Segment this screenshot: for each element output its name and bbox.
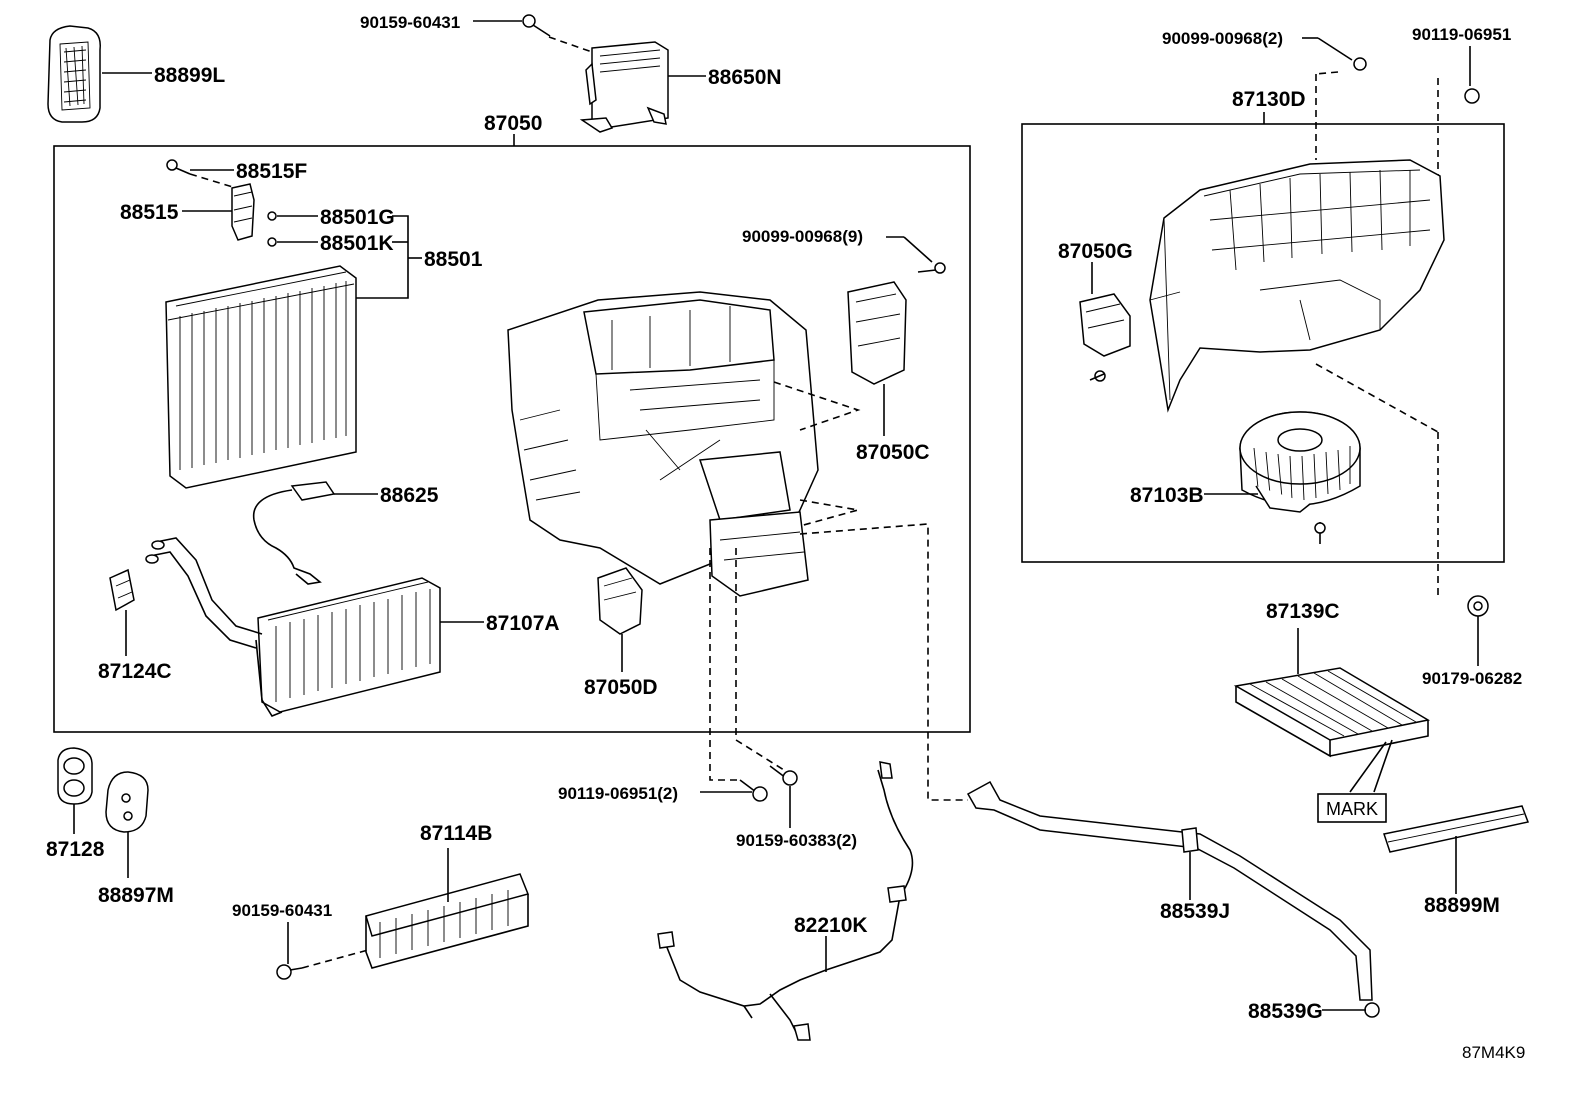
label-88899L: 88899L (154, 64, 225, 87)
label-88650N: 88650N (708, 66, 782, 89)
part-87114B-filter (365, 873, 530, 969)
part-87103B-blower-motor (1239, 411, 1361, 544)
label-90179-06282: 90179-06282 (1422, 669, 1522, 688)
bolt-90159-60431-bottom (276, 964, 303, 980)
part-87050D-actuator (597, 567, 643, 635)
label-88515F: 88515F (236, 160, 307, 183)
label-87130D: 87130D (1232, 88, 1306, 111)
label-88899M: 88899M (1424, 894, 1500, 917)
bolt-90099-00968-2 (1302, 37, 1367, 71)
part-88899M-rail (1383, 805, 1530, 853)
label-87107A: 87107A (486, 612, 560, 635)
label-90159-60431-top: 90159-60431 (360, 13, 460, 32)
o-ring-88501G (267, 211, 277, 221)
part-88625-sensor (252, 481, 336, 585)
part-87124C-clip (109, 568, 135, 612)
mark-box (1317, 793, 1387, 823)
label-90099-00968-2: 90099-00968(2) (1162, 29, 1283, 48)
part-88501-evaporator (165, 265, 357, 489)
label-88501G: 88501G (320, 206, 395, 229)
label-88539J: 88539J (1160, 900, 1230, 923)
label-88539G: 88539G (1248, 1000, 1323, 1023)
label-88501K: 88501K (320, 232, 394, 255)
label-90159-60431-bottom: 90159-60431 (232, 901, 332, 920)
o-ring-88501K (267, 237, 277, 247)
label-88501: 88501 (424, 248, 483, 271)
part-88899L-drawing (47, 25, 101, 123)
label-88515: 88515 (120, 201, 179, 224)
label-87050C: 87050C (856, 441, 930, 464)
label-87103B: 87103B (1130, 484, 1204, 507)
bolt-90119-06951-2 (739, 779, 768, 802)
part-87139C-filter (1233, 667, 1431, 758)
label-90159-60383-2: 90159-60383(2) (736, 831, 857, 850)
part-87050-hvac-unit (507, 291, 819, 597)
label-87139C: 87139C (1266, 600, 1340, 623)
part-88515-valve (231, 183, 255, 241)
label-90119-06951-2: 90119-06951(2) (558, 784, 678, 803)
part-87050G-actuator (1079, 293, 1131, 382)
label-87128: 87128 (46, 838, 105, 861)
bolt-88515F (166, 159, 191, 175)
label-87114B: 87114B (420, 822, 492, 845)
label-87124C: 87124C (98, 660, 172, 683)
part-87050C-actuator (847, 281, 907, 385)
label-88625: 88625 (380, 484, 439, 507)
part-87107A-heater-core (145, 537, 441, 717)
label-87050G: 87050G (1058, 240, 1133, 263)
part-88650N-drawing (579, 41, 669, 133)
bolt-90099-00968-9 (886, 236, 946, 274)
bolt-90159-60431-top (473, 14, 551, 37)
label-88897M: 88897M (98, 884, 174, 907)
label-90119-06951-top: 90119-06951 (1412, 25, 1511, 44)
label-87050: 87050 (484, 112, 542, 135)
frame-87050-assembly (53, 145, 971, 733)
bolt-90159-60383-2 (769, 765, 798, 786)
part-88897M-cover (105, 771, 149, 833)
label-mark: MARK (1326, 799, 1378, 819)
bolt-90119-06951-top (1464, 46, 1480, 104)
diagram-code: 87M4K9 (1462, 1043, 1525, 1062)
part-87130D-blower-case (1149, 159, 1445, 413)
part-87128-seal (57, 747, 93, 805)
label-82210K: 82210K (794, 914, 868, 937)
label-90099-00968-9: 90099-00968(9) (742, 227, 863, 246)
part-88539-duct (966, 780, 1380, 1018)
label-87050D: 87050D (584, 676, 658, 699)
part-82210K-harness (657, 761, 914, 1041)
nut-90179-06282 (1467, 595, 1489, 617)
frame-87130D-assembly (1021, 123, 1505, 563)
